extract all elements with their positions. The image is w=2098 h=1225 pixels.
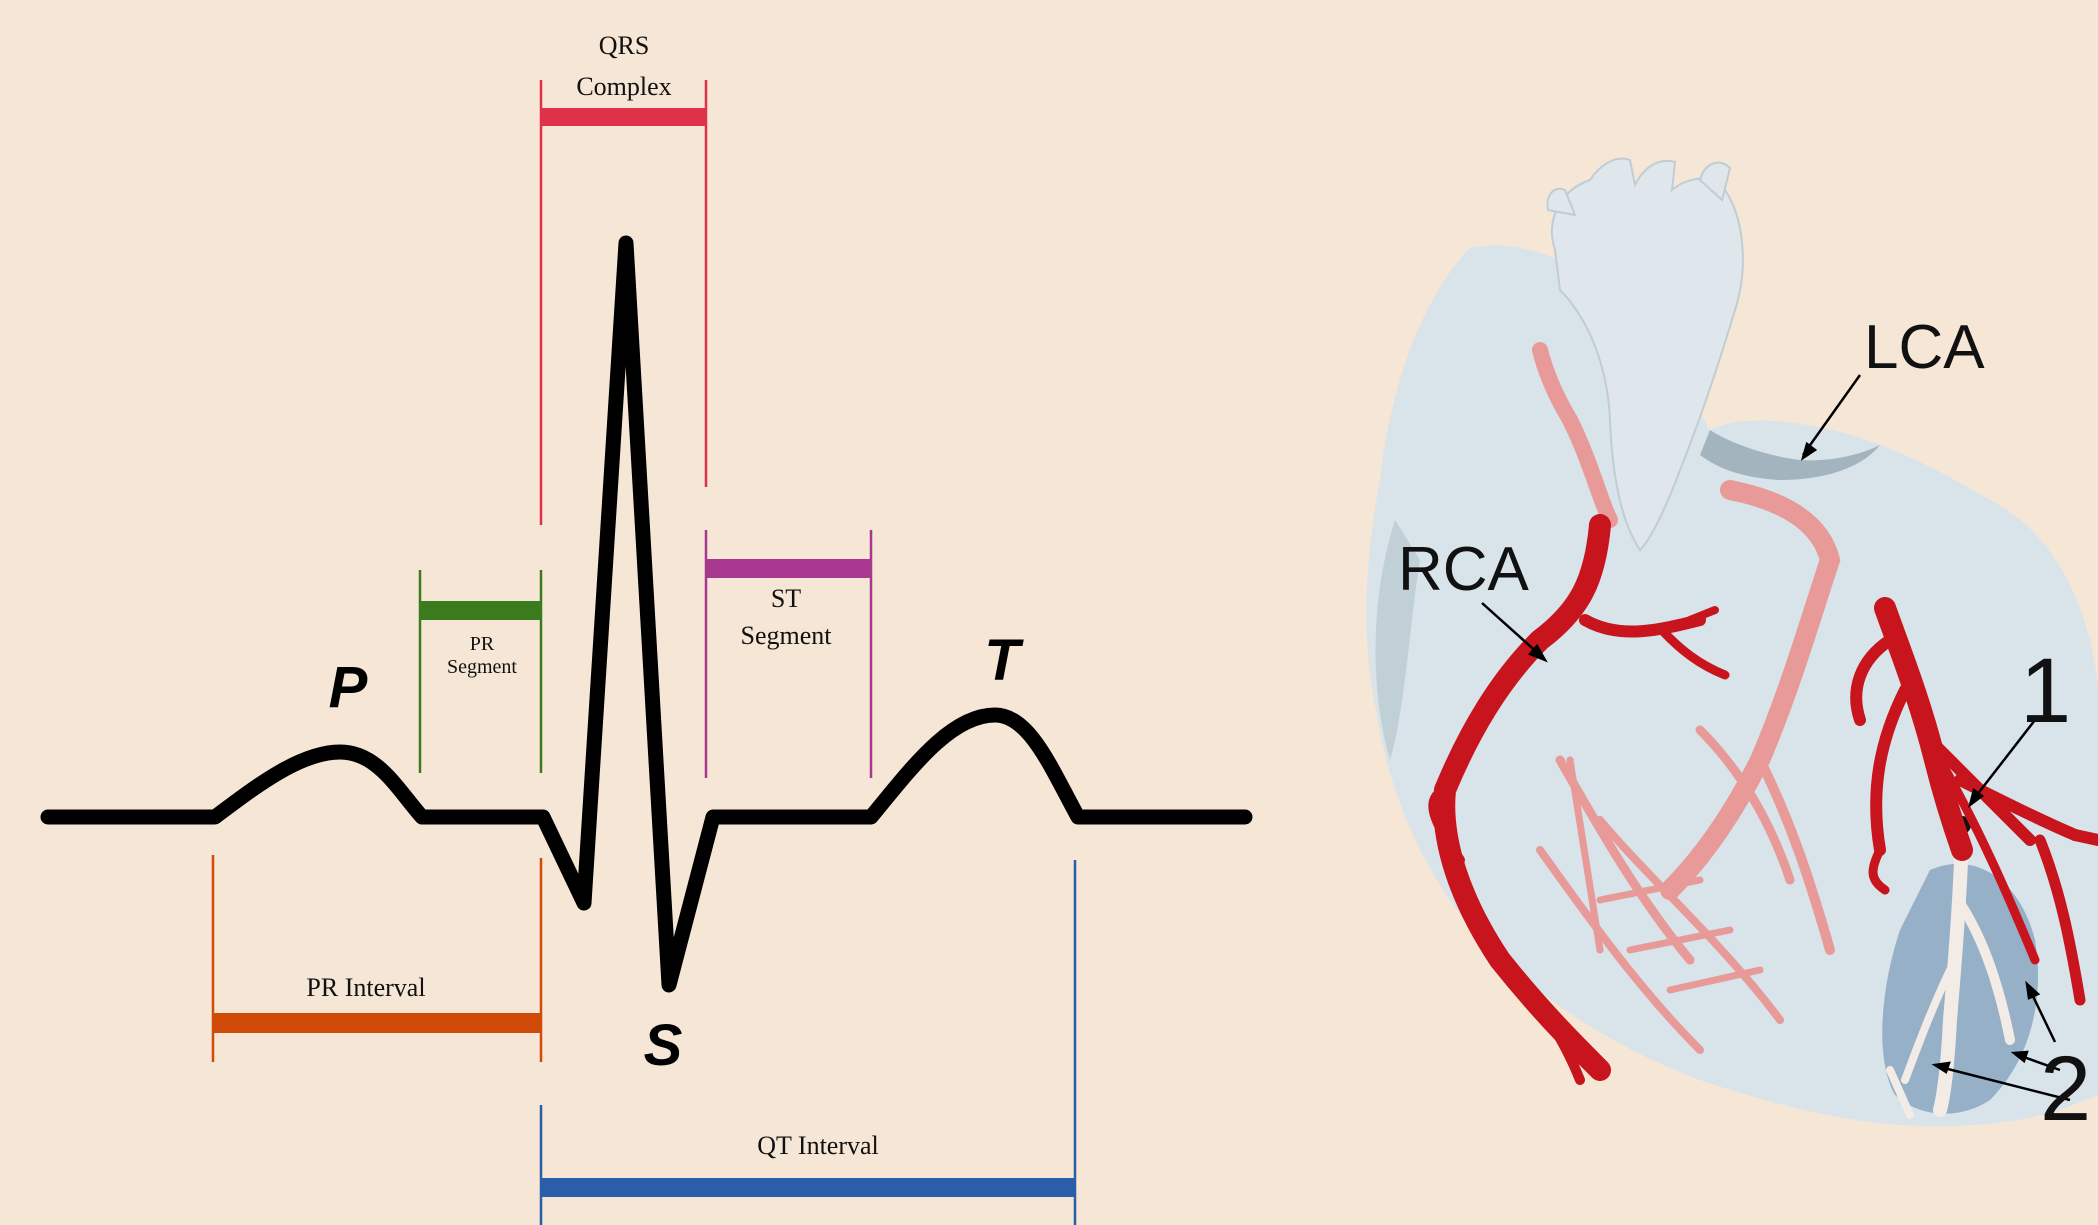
wave-s-label: S	[644, 1013, 683, 1078]
st-segment-bracket	[706, 530, 871, 778]
pr-interval-bracket	[213, 855, 541, 1062]
marker-1-label: 1	[2020, 640, 2071, 742]
qt-interval-label: QT Interval	[757, 1131, 879, 1160]
qrs-label-line2: Complex	[576, 72, 671, 101]
ecg-trace	[48, 243, 1245, 985]
ecg-panel: QRS Complex PR Segment ST Segment PR Int…	[48, 31, 1245, 1225]
rca-label: RCA	[1398, 535, 1530, 604]
st-segment-label-line1: ST	[771, 584, 801, 613]
heart-illustration: LCA RCA 1 2	[1366, 159, 2098, 1140]
lca-label: LCA	[1864, 313, 1985, 382]
pr-segment-label-line2: Segment	[447, 656, 517, 678]
qt-interval-bracket	[541, 860, 1075, 1225]
marker-2-label: 2	[2040, 1038, 2091, 1140]
pr-segment-label-line1: PR	[470, 633, 495, 655]
st-segment-label-line2: Segment	[741, 621, 833, 650]
qrs-label-line1: QRS	[599, 31, 650, 60]
pr-interval-label: PR Interval	[306, 973, 425, 1002]
wave-p-label: P	[329, 655, 368, 720]
wave-t-label: T	[984, 628, 1024, 693]
